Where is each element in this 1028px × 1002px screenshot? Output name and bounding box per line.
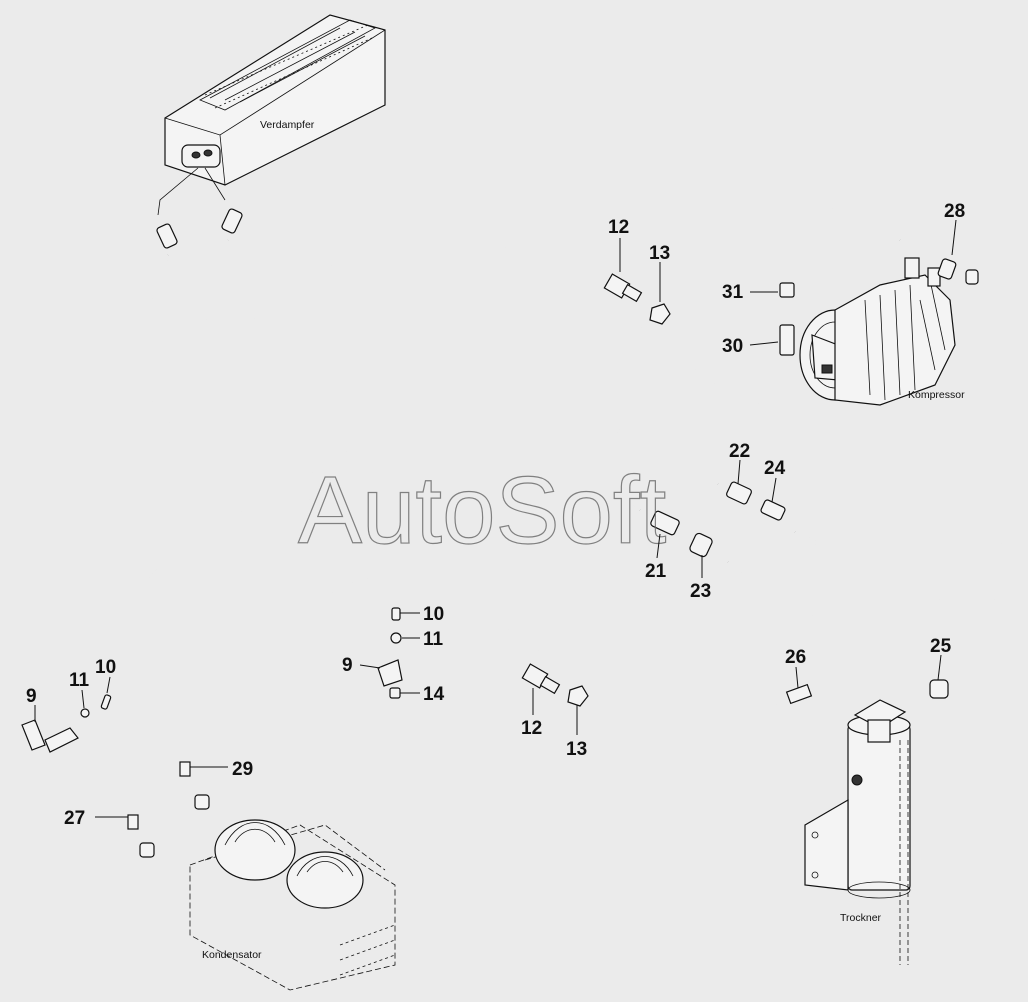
callout-22: 22 [729,441,750,462]
callout-9-left: 9 [26,686,37,707]
callout-24: 24 [764,458,786,479]
callout-11-left: 11 [69,670,90,691]
leader-lines [34,219,957,818]
callout-10-left: 10 [95,657,116,678]
label-compressor: Kompressor [908,389,965,401]
label-dryer: Trockner [840,912,882,924]
callout-30: 30 [722,336,743,357]
label-evaporator: Verdampfer [260,119,315,131]
callout-12-lower: 12 [521,718,542,739]
compressor [799,257,956,406]
callout-29: 29 [232,759,253,780]
label-condenser: Kondensator [202,949,262,961]
callout-23: 23 [690,581,711,602]
callout-14: 14 [423,684,445,705]
callout-11: 11 [423,629,444,650]
callout-13: 13 [649,243,670,264]
callouts: 12 13 31 30 28 22 24 21 23 10 11 9 14 10… [26,201,965,829]
callout-21: 21 [645,561,667,582]
dryer [804,699,911,965]
fittings [21,208,979,858]
callout-27: 27 [64,808,85,829]
callout-9: 9 [342,655,353,676]
callout-25: 25 [930,636,952,657]
evaporator [157,14,386,216]
callout-10: 10 [423,604,444,625]
condenser [189,819,396,991]
watermark: AutoSoft [298,457,666,564]
callout-26: 26 [785,647,806,668]
callout-12: 12 [608,217,629,238]
callout-13-lower: 13 [566,739,587,760]
callout-31: 31 [722,282,744,303]
pipe-evaporator-to-compressor [203,227,789,409]
callout-28: 28 [944,201,965,222]
pipes [130,200,1002,826]
